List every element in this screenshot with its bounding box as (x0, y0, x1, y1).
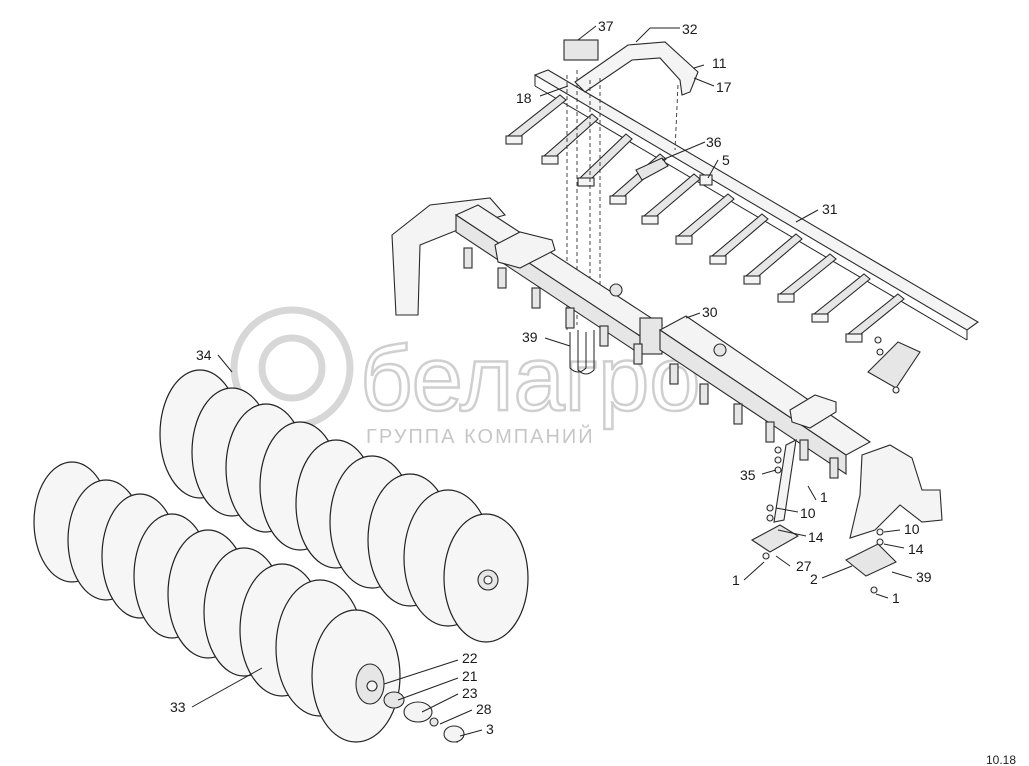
callout-39-upper: 39 (522, 329, 538, 345)
callout-10-a: 10 (800, 505, 816, 521)
callout-17: 17 (716, 79, 732, 95)
callout-14-a: 14 (808, 529, 824, 545)
callout-36: 36 (706, 134, 722, 150)
hub-parts (383, 691, 465, 743)
callout-34: 34 (196, 347, 212, 363)
callout-35: 35 (740, 467, 756, 483)
side-arm (773, 439, 797, 523)
beam-end (639, 317, 663, 355)
callout-5: 5 (722, 152, 730, 168)
callout-10-b: 10 (904, 521, 920, 537)
nut (429, 717, 439, 727)
callout-14-b: 14 (908, 541, 924, 557)
clamp-plate (563, 39, 599, 61)
callout-27: 27 (796, 558, 812, 574)
callout-33: 33 (170, 699, 186, 715)
hub-cap (403, 701, 433, 723)
callout-1-a: 1 (820, 489, 828, 505)
beam-clamp (494, 231, 556, 269)
callout-39-lower: 39 (916, 569, 932, 585)
callout-18: 18 (516, 90, 532, 106)
callout-28: 28 (476, 701, 492, 717)
dust-cap (443, 725, 465, 743)
callout-37: 37 (598, 18, 614, 34)
watermark-logo-inner (258, 334, 326, 402)
u-bolt-right (577, 330, 595, 375)
callouts: 37 32 11 17 18 36 5 31 30 39 34 35 1 10 … (170, 18, 932, 737)
side-arm-assembly (750, 336, 900, 594)
bar-sleeve (699, 174, 713, 186)
arm-foot-plate (750, 524, 800, 553)
callout-2: 2 (810, 571, 818, 587)
page-number: 10.18 (986, 753, 1016, 766)
support-arch (574, 41, 699, 96)
watermark-tagline: ГРУППА КОМПАНИЙ (366, 424, 595, 448)
callout-3: 3 (486, 721, 494, 737)
callout-1-c: 1 (892, 590, 900, 606)
right-end-bracket (849, 444, 943, 539)
end-plate (867, 341, 921, 389)
bar-bracket (635, 157, 669, 181)
leader-lines (191, 25, 913, 737)
callout-23: 23 (462, 685, 478, 701)
beam-clamp-right (789, 394, 837, 429)
callout-22: 22 (462, 650, 478, 666)
tines (505, 94, 905, 343)
main-frame (391, 197, 943, 539)
callout-11: 11 (712, 55, 727, 71)
disc-gang-upper (159, 369, 529, 643)
tine-bar (533, 69, 980, 331)
right-foot-plate (844, 543, 897, 577)
callout-32: 32 (682, 21, 698, 37)
callout-31: 31 (822, 201, 838, 217)
frame-beam-left (454, 204, 664, 337)
callout-21: 21 (462, 668, 478, 684)
frame-teeth (463, 247, 839, 479)
u-bolt-left (569, 332, 587, 373)
disc-gang-lower (33, 461, 401, 743)
washer (383, 691, 405, 709)
tine-bar-assembly (505, 39, 980, 389)
callout-30: 30 (702, 304, 718, 320)
callout-1-b: 1 (732, 572, 740, 588)
